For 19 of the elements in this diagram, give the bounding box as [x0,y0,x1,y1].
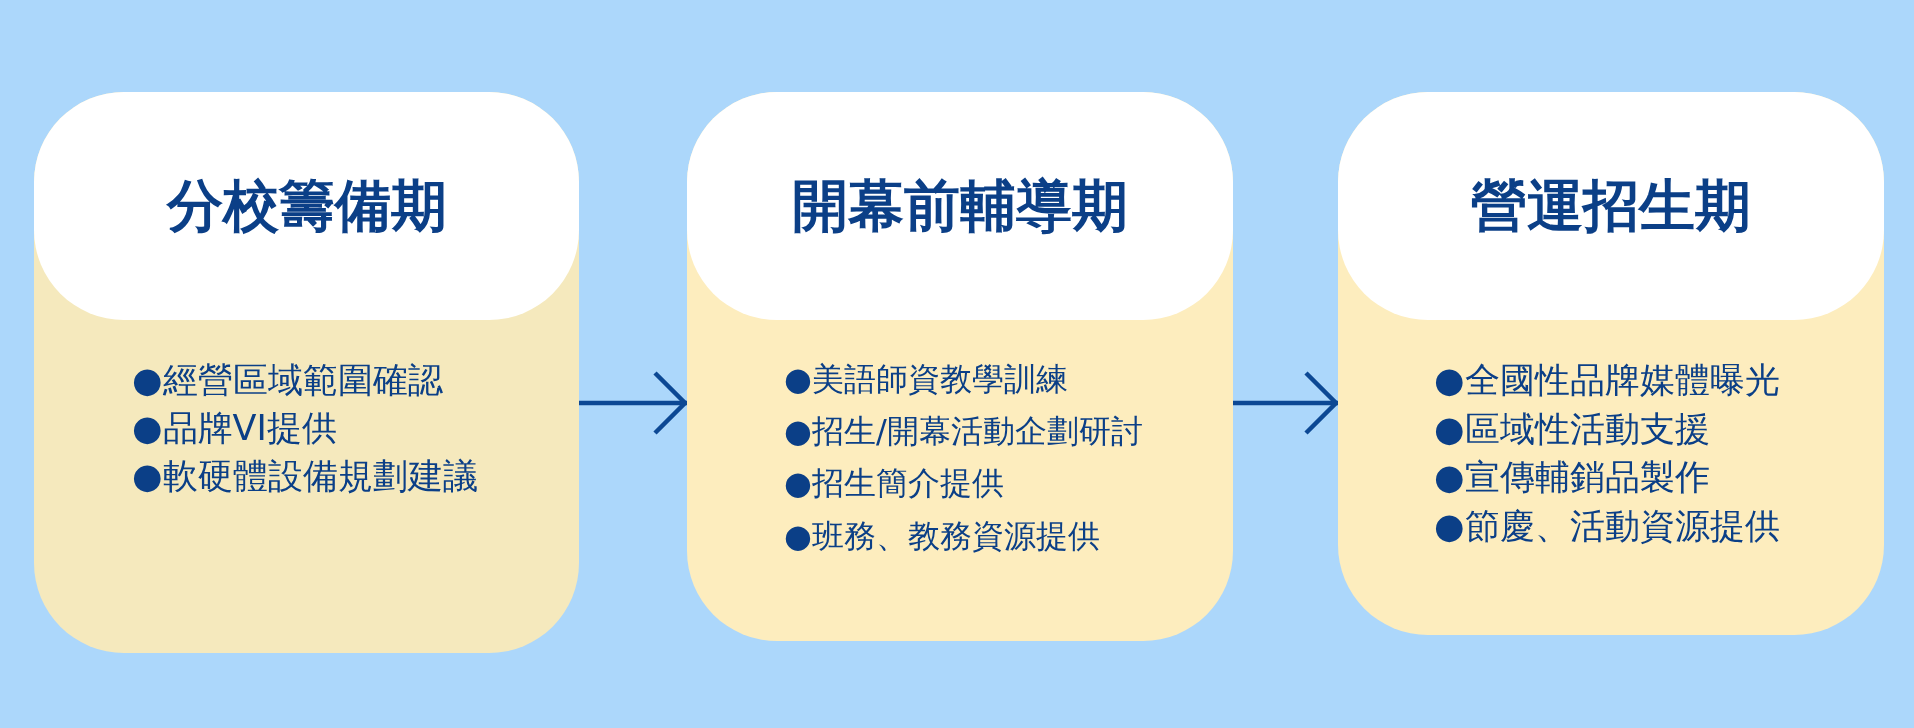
list-item: ●班務、教務資源提供 [784,516,1100,556]
list-item: ●區域性活動支援 [1434,407,1710,450]
list-item: ●全國性品牌媒體曝光 [1434,359,1780,401]
list-item: ●美語師資教學訓練 [784,359,1068,399]
list-item: ●軟硬體設備規劃建議 [132,455,478,497]
phase-title: 分校籌備期 [166,172,447,240]
list-item: ●宣傳輔銷品製作 [1434,456,1710,499]
list-item: ●招生簡介提供 [784,464,1004,503]
list-item: ●招生/開幕活動企劃研討 [784,412,1143,451]
arrow [1233,370,1339,436]
phase-card [1338,92,1884,635]
list-item: ●品牌VI提供 [132,407,337,449]
list-item: ●節慶、活動資源提供 [1434,504,1780,547]
phase-card [34,92,579,653]
phase-title: 營運招生期 [1471,172,1751,240]
phase-card [687,92,1233,641]
list-item: ●經營區域範圍確認 [132,359,443,401]
arrow [579,370,688,436]
phase-title: 開幕前輔導期 [792,172,1128,240]
